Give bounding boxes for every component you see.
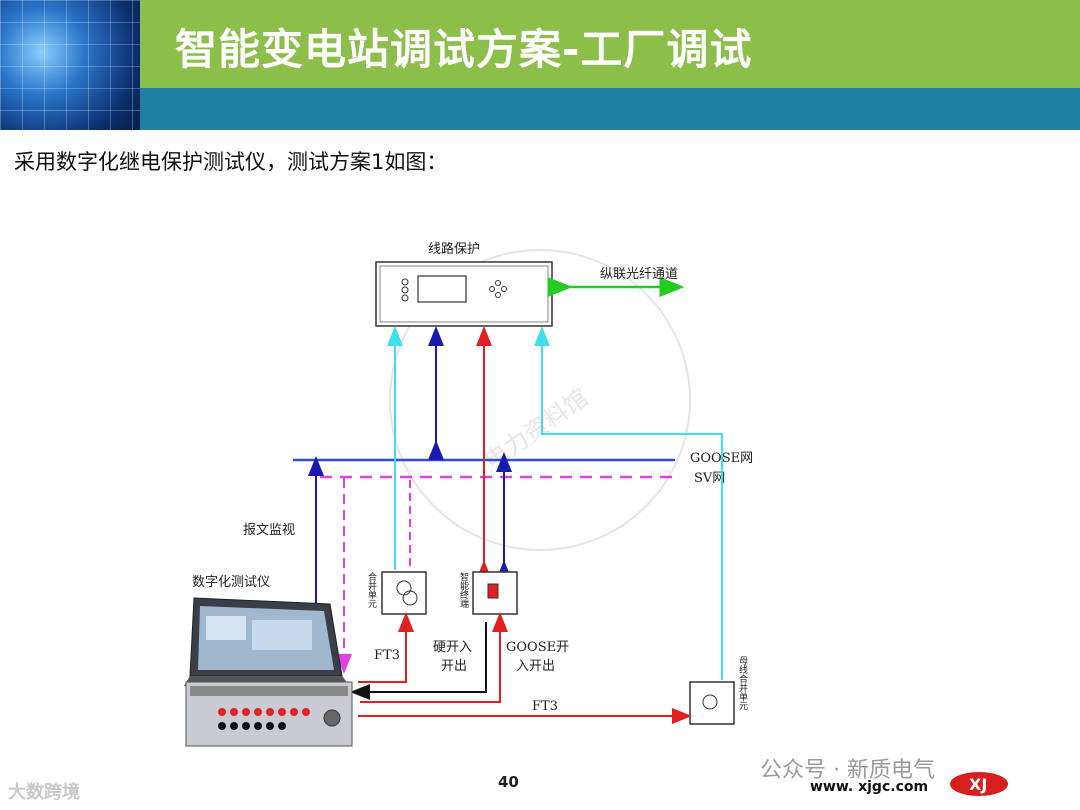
goose-io-label-1: GOOSE开 <box>506 640 569 655</box>
svg-text:XJ: XJ <box>969 775 987 794</box>
digital-tester: 数字化测试仪 <box>184 575 352 746</box>
merging-unit: 合并单元 <box>366 571 426 614</box>
bus-merging-unit: 母线合并单元 <box>690 656 748 724</box>
goose-io-label-2: 入开出 <box>516 659 555 674</box>
bus-merging-unit-label: 母线合并单元 <box>737 656 748 711</box>
svg-text:电力资料馆: 电力资料馆 <box>479 384 593 476</box>
line-protection-label: 线路保护 <box>428 241 480 257</box>
company-url: www. xjgc.com <box>810 779 928 795</box>
fiber-channel-label: 纵联光纤通道 <box>600 267 678 282</box>
watermark-left: 大数跨境 <box>8 778 80 804</box>
smart-terminal-label: 智能终端 <box>458 571 469 609</box>
page-number: 40 <box>498 773 519 791</box>
hard-io-label-1: 硬开入 <box>433 640 472 655</box>
message-monitor-label: 报文监视 <box>243 523 295 538</box>
merging-unit-label: 合并单元 <box>366 571 377 609</box>
company-logo: XJ <box>948 770 1010 798</box>
hard-io-label-2: 开出 <box>441 659 467 674</box>
ft3-label-2: FT3 <box>532 699 558 714</box>
smart-terminal: 智能终端 <box>458 571 517 614</box>
sv-net-label: SV网 <box>694 471 725 486</box>
tester-label: 数字化测试仪 <box>192 575 270 590</box>
bus-mu-to-protection-link <box>542 336 722 680</box>
line-protection-device: 线路保护 <box>376 241 552 326</box>
ft3-label-1: FT3 <box>374 648 400 663</box>
